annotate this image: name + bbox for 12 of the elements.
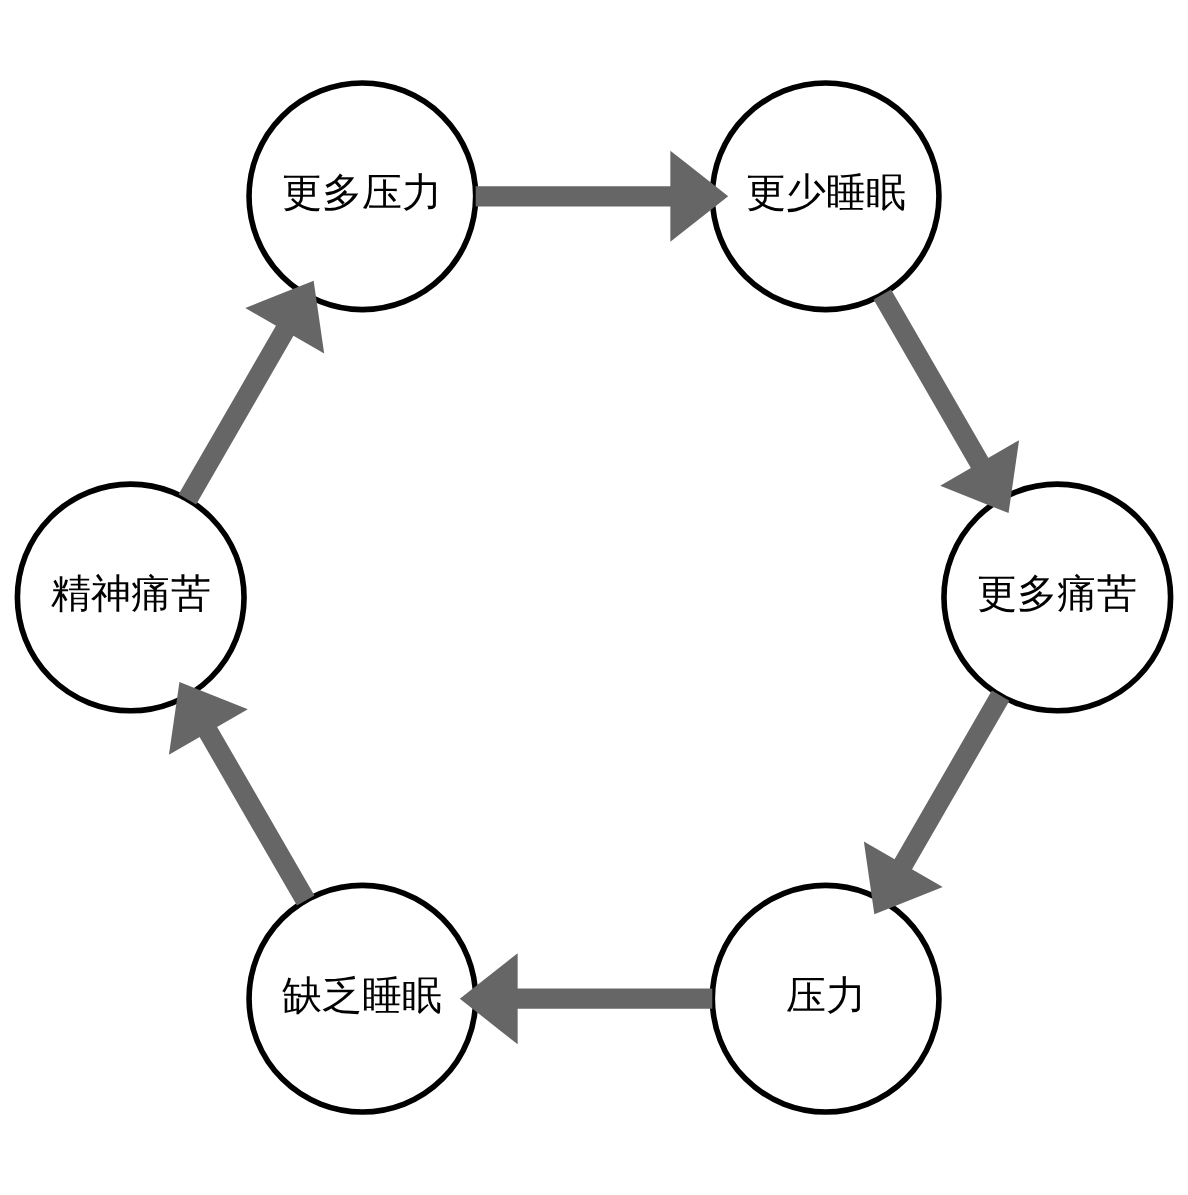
- arrow: [873, 289, 1020, 514]
- arrow: [459, 953, 713, 1045]
- node-circle: 精神痛苦: [14, 481, 247, 714]
- node-circle: 更多痛苦: [941, 481, 1174, 714]
- node-circle: 更多压力: [246, 80, 479, 313]
- node-circle: 更少睡眠: [709, 80, 942, 313]
- arrow: [475, 150, 729, 242]
- arrow: [178, 280, 325, 505]
- node-circle: 压力: [709, 882, 942, 1115]
- arrow: [168, 681, 315, 906]
- arrow: [863, 690, 1010, 915]
- node-circle: 缺乏睡眠: [246, 882, 479, 1115]
